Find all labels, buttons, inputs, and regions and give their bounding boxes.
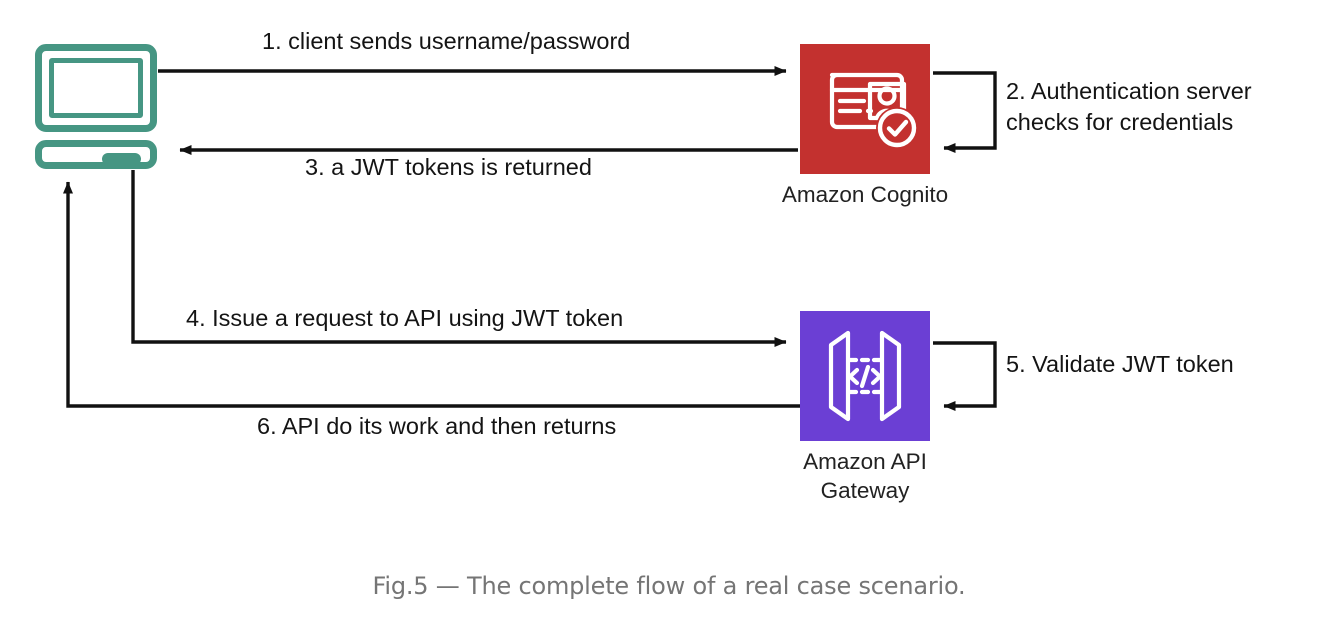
client-computer-icon [35, 44, 165, 169]
amazon-api-gateway-icon [800, 311, 930, 441]
step-label-3: 3. a JWT tokens is returned [305, 154, 592, 180]
step-label-1: 1. client sends username/password [262, 28, 631, 54]
step-label-6: 6. API do its work and then returns [257, 413, 617, 439]
computer-screen [49, 58, 143, 118]
arrow-step-5 [933, 341, 997, 411]
node-amazon-cognito: Amazon Cognito [782, 44, 948, 207]
computer-base [35, 140, 157, 169]
figure-caption: Fig.5 — The complete flow of a real case… [372, 572, 966, 600]
amazon-cognito-label: Amazon Cognito [781, 182, 949, 207]
amazon-cognito-icon [800, 44, 930, 174]
amazon-api-gateway-label: Amazon API Gateway [803, 449, 927, 503]
arrow-step-2 [933, 71, 997, 153]
arrow-step-4 [131, 170, 787, 348]
step-label-2: 2. Authentication server checks for cred… [1006, 78, 1252, 135]
node-amazon-api-gateway: Amazon API Gateway [800, 311, 930, 503]
computer-monitor [35, 44, 157, 132]
step-label-5: 5. Validate JWT token [1006, 351, 1234, 377]
step-label-4: 4. Issue a request to API using JWT toke… [186, 305, 624, 331]
computer-base-key [102, 153, 141, 165]
arrow-step-6 [63, 181, 800, 408]
